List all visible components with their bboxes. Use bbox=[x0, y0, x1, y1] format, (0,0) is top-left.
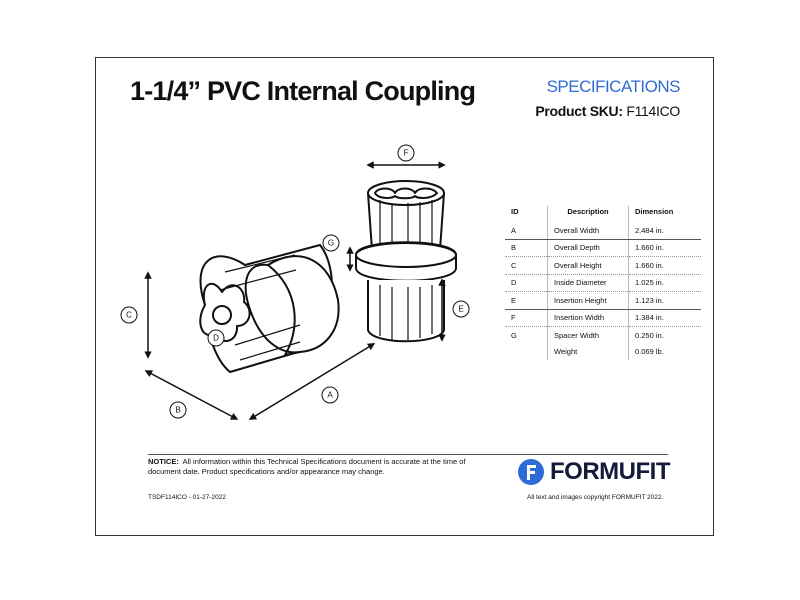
cell-id: G bbox=[511, 330, 517, 340]
notice-label: NOTICE: bbox=[148, 457, 179, 466]
specifications-table: ID Description Dimension A Overall Width… bbox=[505, 206, 701, 360]
cell-description: Spacer Width bbox=[547, 326, 629, 344]
label-circle-g bbox=[322, 234, 340, 252]
cell-dimension: 1.660 in. bbox=[628, 239, 701, 257]
formufit-logo-icon bbox=[518, 459, 544, 485]
notice: NOTICE: All information within this Tech… bbox=[148, 457, 473, 477]
cell-description: Inside Diameter bbox=[547, 274, 629, 292]
header-id: ID bbox=[511, 206, 519, 216]
brand-logo: FORMUFIT bbox=[517, 458, 670, 486]
label-f: F bbox=[404, 149, 409, 158]
label-circle-a bbox=[321, 386, 339, 404]
header-description: Description bbox=[547, 206, 629, 222]
brand-name: FORMUFIT bbox=[550, 458, 670, 485]
cell-id: B bbox=[505, 239, 548, 257]
footer-divider bbox=[148, 454, 668, 455]
cell-dimension: 0.250 in. bbox=[635, 330, 664, 340]
label-d: D bbox=[213, 334, 219, 343]
label-circle-e bbox=[452, 300, 470, 318]
table-header-row: ID Description Dimension bbox=[505, 206, 701, 222]
cell-id: F bbox=[505, 309, 548, 327]
cell-description: Overall Width bbox=[547, 222, 629, 240]
sku-label: Product SKU: bbox=[535, 103, 623, 119]
table-row: Weight 0.069 lb. bbox=[505, 343, 701, 361]
table-row: B Overall Depth 1.660 in. bbox=[505, 239, 701, 257]
cell-description: Overall Height bbox=[547, 256, 629, 275]
cell-id: A bbox=[505, 222, 548, 240]
label-c: C bbox=[126, 311, 132, 320]
cell-description: Overall Depth bbox=[547, 239, 629, 257]
table-row: D Inside Diameter 1.025 in. bbox=[505, 274, 701, 292]
label-g: G bbox=[328, 239, 334, 248]
header-dimension: Dimension bbox=[635, 206, 674, 216]
cell-description: Weight bbox=[547, 343, 629, 360]
copyright: All text and images copyright FORMUFIT 2… bbox=[527, 494, 664, 501]
product-sku: Product SKU: F114ICO bbox=[535, 103, 680, 119]
cell-id: C bbox=[505, 256, 548, 275]
cell-dimension: 1.660 in. bbox=[628, 256, 701, 275]
label-circle-d bbox=[207, 329, 225, 347]
specifications-heading: SPECIFICATIONS bbox=[546, 77, 681, 96]
cell-description: Insertion Height bbox=[547, 291, 629, 310]
label-b: B bbox=[175, 406, 180, 415]
coupling-drawing: C B A F G E D bbox=[120, 144, 470, 420]
document-id: TSDF114ICO - 01-27-2022 bbox=[148, 494, 226, 501]
cell-id bbox=[505, 344, 548, 361]
cell-id: E bbox=[505, 291, 548, 310]
cell-id: D bbox=[505, 274, 548, 292]
label-circle-c bbox=[120, 306, 138, 324]
cell-dimension: 0.069 lb. bbox=[635, 347, 664, 357]
label-a: A bbox=[327, 391, 333, 400]
table-row: F Insertion Width 1.384 in. bbox=[505, 309, 701, 327]
cell-description: Insertion Width bbox=[547, 309, 629, 327]
table-row: C Overall Height 1.660 in. bbox=[505, 256, 701, 275]
label-e: E bbox=[458, 305, 463, 314]
cell-dimension: 1.025 in. bbox=[628, 274, 701, 292]
table-row: E Insertion Height 1.123 in. bbox=[505, 291, 701, 310]
cell-dimension: 1.123 in. bbox=[628, 291, 701, 310]
table-row: G Spacer Width 0.250 in. bbox=[505, 326, 701, 344]
cell-dimension: 1.384 in. bbox=[628, 309, 701, 327]
notice-text: All information within this Technical Sp… bbox=[148, 457, 466, 476]
sku-value: F114ICO bbox=[626, 103, 680, 119]
label-circle-b bbox=[169, 401, 187, 419]
page-title: 1-1/4” PVC Internal Coupling bbox=[130, 76, 476, 106]
table-row: A Overall Width 2.484 in. bbox=[505, 222, 701, 240]
cell-dimension: 2.484 in. bbox=[628, 222, 701, 240]
label-circle-f bbox=[397, 144, 415, 162]
